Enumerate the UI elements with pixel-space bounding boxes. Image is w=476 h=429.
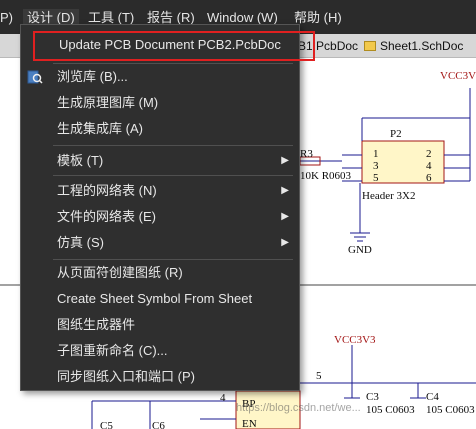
watermark: https://blog.csdn.net/we... [236, 402, 361, 414]
pin-5: 5 [373, 172, 379, 184]
c3-value: 105 C0603 [366, 404, 415, 416]
pin-2: 2 [426, 148, 432, 160]
menu-item-document-netlist[interactable]: 文件的网络表 (E) [57, 209, 156, 224]
header-label: Header 3X2 [362, 190, 416, 202]
c6-designator: C6 [152, 420, 165, 429]
pin-1: 1 [373, 148, 379, 160]
browse-library-icon [27, 70, 43, 84]
menu-item-create-sheet-symbol-from-sheet[interactable]: Create Sheet Symbol From Sheet [57, 291, 253, 306]
design-dropdown-menu: Update PCB Document PCB2.PcbDoc 浏览库 (B).… [20, 24, 315, 391]
submenu-arrow-icon: ▶ [281, 211, 289, 222]
r3-designator: R3 [300, 148, 313, 160]
gnd-label: GND [348, 244, 372, 256]
c5-designator: C5 [100, 420, 113, 429]
pin-4: 4 [426, 160, 432, 172]
vcc-top-label: VCC3V [440, 70, 476, 82]
menu-item-simulate[interactable]: 仿真 (S) [57, 235, 104, 250]
menu-separator [53, 145, 293, 146]
menu-item-rename-child-sheet[interactable]: 子图重新命名 (C)... [57, 343, 168, 358]
menu-item-update-pcb-document[interactable]: Update PCB Document PCB2.PcbDoc [59, 37, 281, 52]
menu-item-sheet-to-component[interactable]: 图纸生成器件 [57, 317, 136, 332]
submenu-arrow-icon: ▶ [281, 155, 289, 166]
menu-item-tools[interactable]: 工具 (T) [88, 10, 135, 25]
highlight-box [33, 31, 315, 61]
tab-label: Sheet1.SchDoc [380, 39, 464, 53]
tab-sheet1-schdoc[interactable]: Sheet1.SchDoc [364, 38, 463, 54]
menu-item-reports[interactable]: 报告 (R) [147, 10, 195, 25]
menu-item-help[interactable]: 帮助 (H) [294, 10, 342, 25]
menu-item-sync-sheet-entries-ports[interactable]: 同步图纸入口和端口 (P) [57, 369, 195, 384]
menu-item-make-integrated-library[interactable]: 生成集成库 (A) [57, 121, 143, 136]
menu-separator [53, 259, 293, 260]
c4-value: 105 C0603 [426, 404, 475, 416]
submenu-arrow-icon: ▶ [281, 237, 289, 248]
c3-designator: C3 [366, 391, 379, 403]
menu-item-make-schematic-library[interactable]: 生成原理图库 (M) [57, 95, 159, 110]
schematic-doc-icon [364, 41, 376, 51]
menu-item-project[interactable]: P) [0, 10, 13, 25]
menu-item-project-netlist[interactable]: 工程的网络表 (N) [57, 183, 157, 198]
p2-designator: P2 [390, 128, 402, 140]
menu-item-create-sheet-from-symbol[interactable]: 从页面符创建图纸 (R) [57, 265, 183, 280]
menu-item-templates[interactable]: 模板 (T) [57, 153, 104, 168]
c4-designator: C4 [426, 391, 439, 403]
submenu-arrow-icon: ▶ [281, 185, 289, 196]
bp-pin-label: BP [242, 398, 256, 410]
vcc-bottom-label: VCC3V3 [334, 334, 376, 346]
menu-item-browse-library[interactable]: 浏览库 (B)... [57, 69, 128, 84]
r3-value: 10K R0603 [300, 170, 352, 182]
pin-3: 3 [373, 160, 379, 172]
menu-item-design[interactable]: 设计 (D) [23, 9, 79, 27]
pin-6: 6 [426, 172, 432, 184]
menu-separator [53, 175, 293, 176]
menu-separator [53, 63, 293, 64]
pin-5-label: 5 [316, 370, 322, 382]
pin-4-label: 4 [220, 392, 226, 404]
en-pin-label: EN [242, 418, 257, 429]
menu-item-window[interactable]: Window (W) [207, 10, 278, 25]
